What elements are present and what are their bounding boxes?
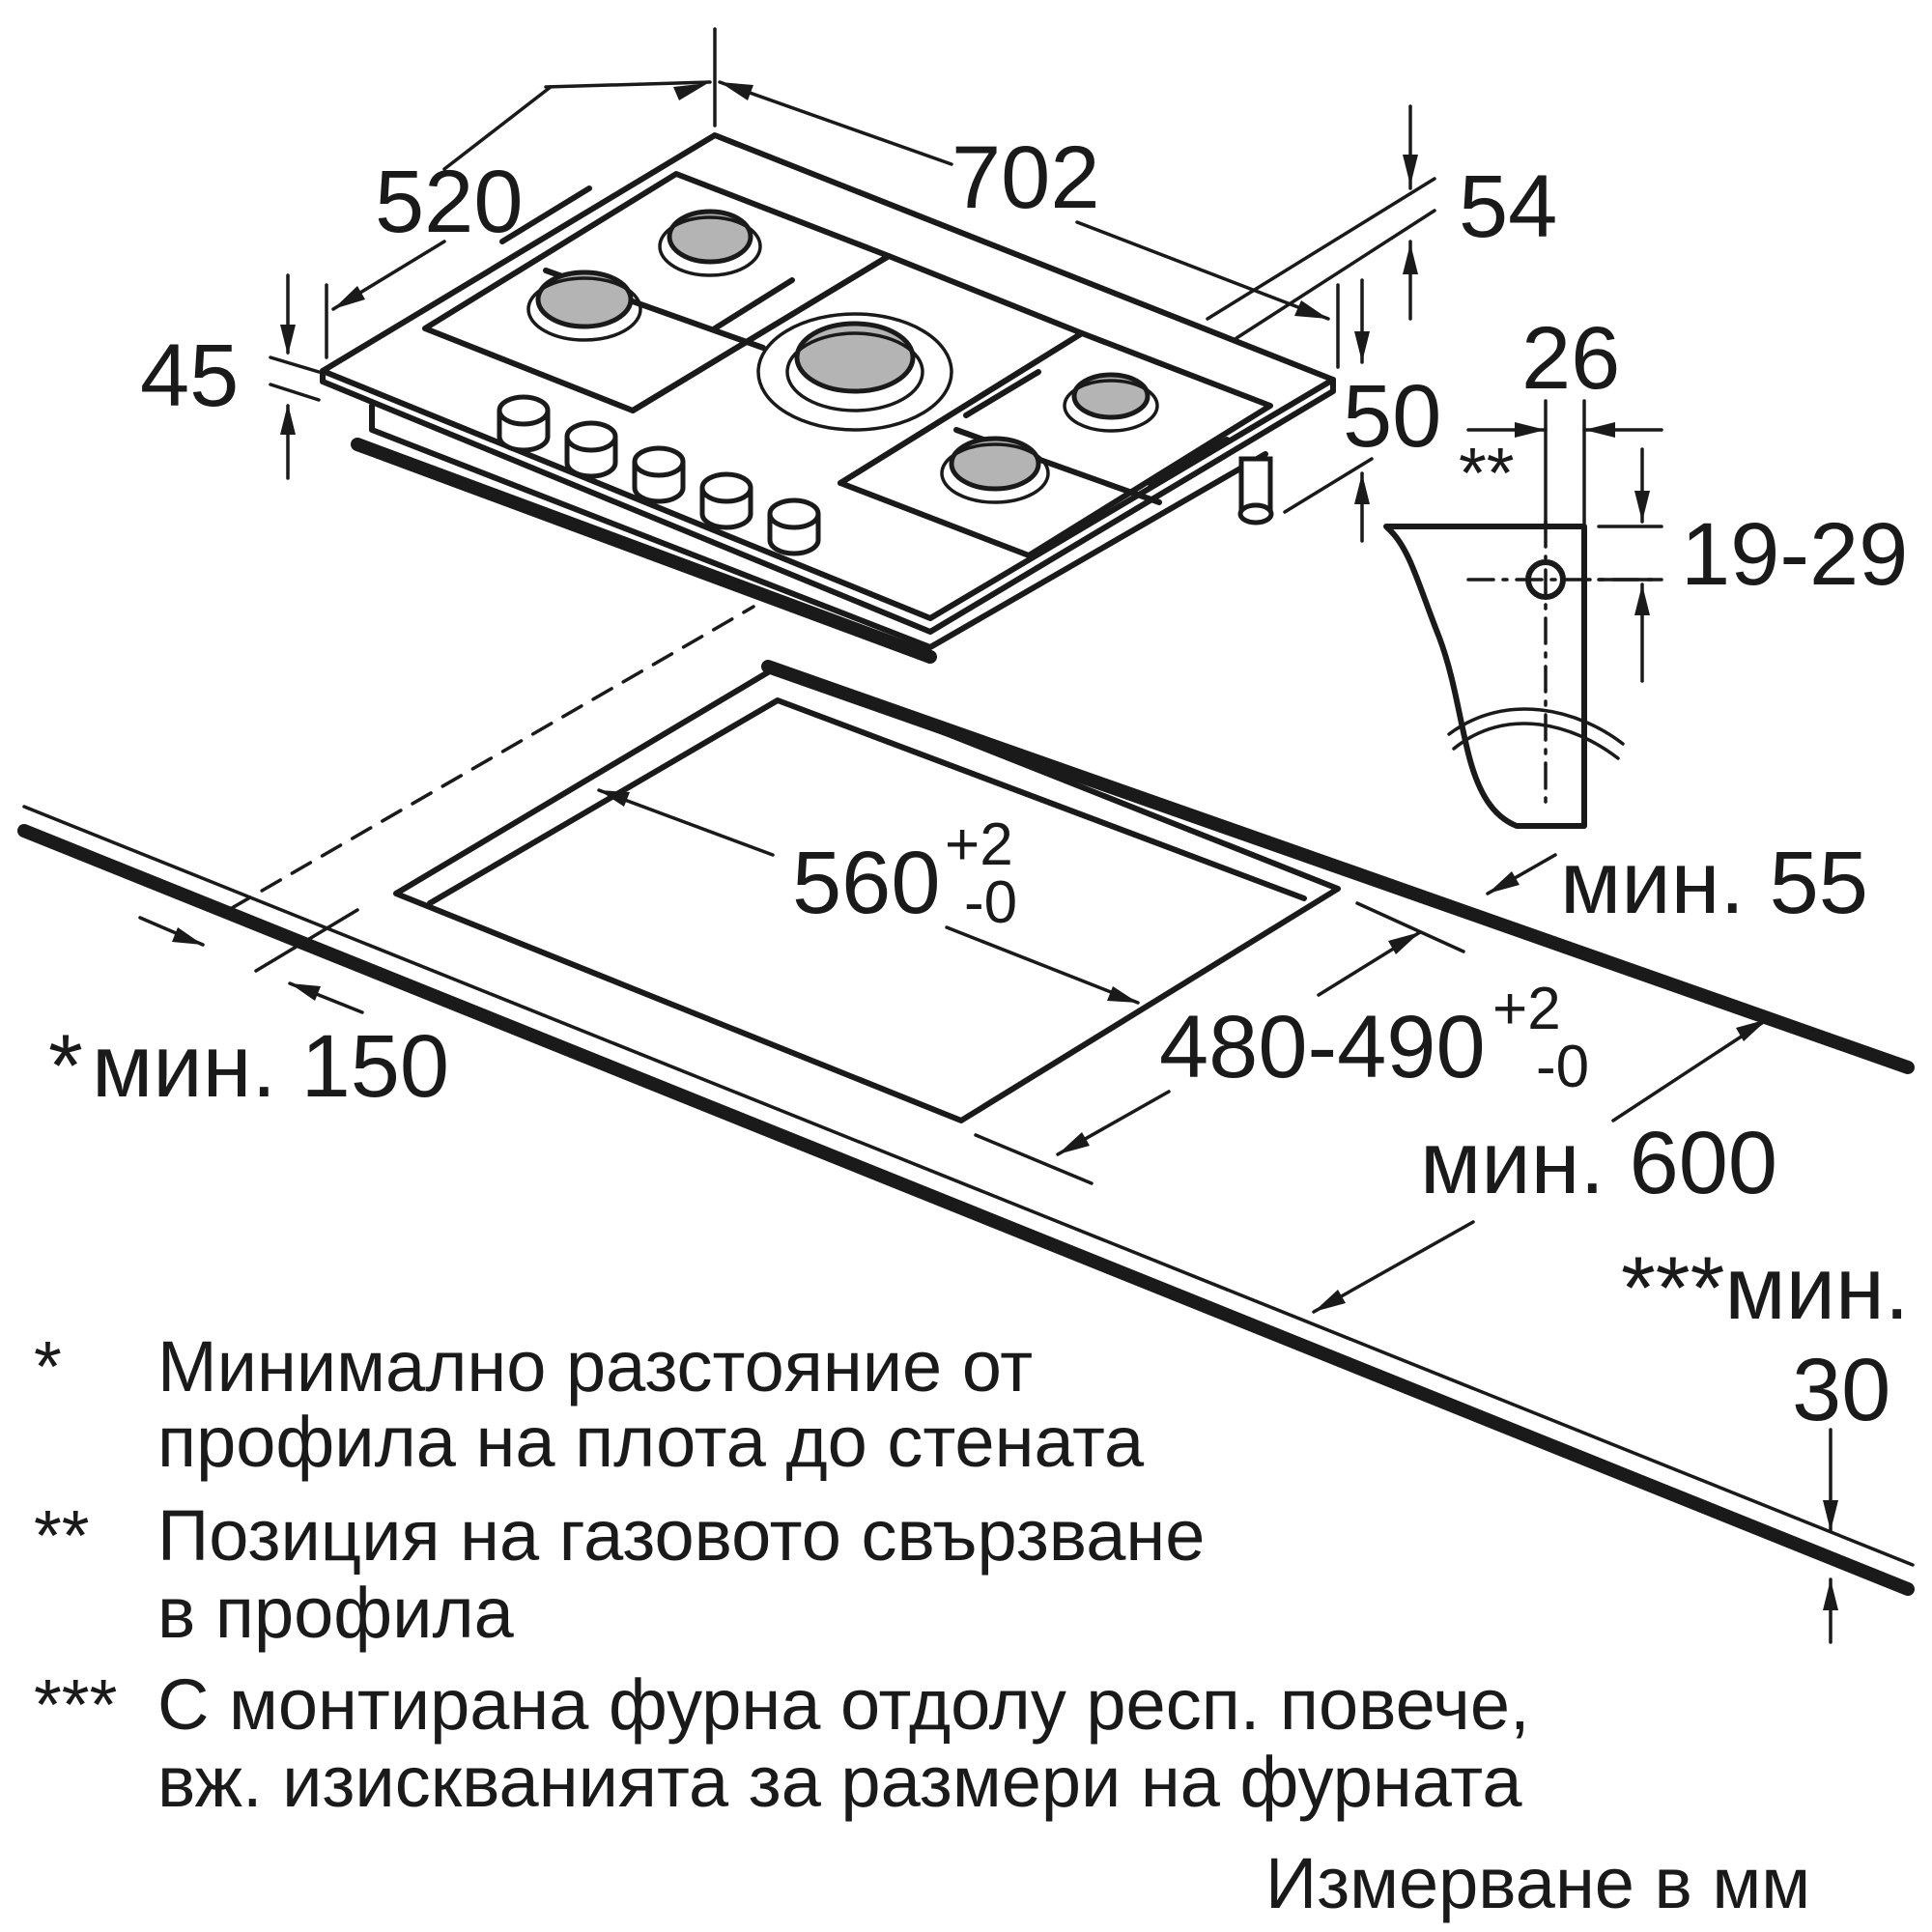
footnote-1-line-2: профила на плота до стената xyxy=(157,1402,1145,1482)
gas-connector xyxy=(1237,456,1274,526)
footnote-2-marker: ** xyxy=(34,1495,90,1576)
dim-480-tol-plus: +2 xyxy=(1492,976,1561,1042)
burner-rear-right xyxy=(1071,372,1151,420)
gas-position-marker: ** xyxy=(1459,433,1515,513)
dim-min-150: мин. 150 xyxy=(92,1017,449,1116)
hob-knobs xyxy=(497,394,821,556)
footnote-1-marker: * xyxy=(34,1326,62,1406)
dim-560-tol-minus: -0 xyxy=(964,869,1017,936)
dim-19-29: 19-29 xyxy=(1681,505,1908,604)
dim-min-55: мин. 55 xyxy=(1560,834,1868,932)
burner-front-right xyxy=(949,436,1041,492)
burner-rear-left xyxy=(667,209,753,265)
footnote-3: *** С монтирана фурна отдолу респ. повеч… xyxy=(34,1664,1530,1822)
burner-wok-ring xyxy=(756,312,953,432)
hob-housing xyxy=(369,403,1268,650)
hob-burners xyxy=(526,209,1159,504)
dim-560-tol-plus: +2 xyxy=(945,811,1013,878)
dim-520: 520 xyxy=(375,153,524,251)
dimension-labels: 702 520 45 54 50 26 19-29 ** мин. 55 560… xyxy=(48,128,1909,1439)
worktop-rear-edge xyxy=(761,660,1915,1074)
dim-560: 560 xyxy=(792,834,941,932)
worktop-top-edge xyxy=(22,805,1915,1567)
knob-2 xyxy=(564,420,618,479)
dim-min-30-label: ***мин. xyxy=(1621,1239,1909,1338)
burner-front-left xyxy=(535,270,634,329)
footnote-2-line-1: Позиция на газовото свързване xyxy=(157,1495,1205,1576)
dim-480-490: 480-490 xyxy=(1159,998,1486,1096)
hob-appliance xyxy=(320,132,1336,664)
wall-reference-dashed xyxy=(230,605,755,910)
hob-base-edge xyxy=(351,438,937,664)
dim-50: 50 xyxy=(1343,367,1441,466)
footnote-2: ** Позиция на газовото свързване в профи… xyxy=(34,1495,1205,1653)
knob-3 xyxy=(632,445,686,504)
profile-outline xyxy=(1383,524,1587,829)
units-note: Измерване в мм xyxy=(1265,1843,1810,1923)
knob-4 xyxy=(699,471,753,530)
dim-min-150-star: * xyxy=(48,1017,83,1116)
footnote-3-line-2: вж. изискванията за размери на фурната xyxy=(157,1742,1522,1822)
worktop-front-edge xyxy=(17,824,1915,1596)
footnote-3-line-1: С монтирана фурна отдолу респ. повече, xyxy=(157,1664,1530,1745)
cutout xyxy=(393,664,1341,1123)
dim-702: 702 xyxy=(952,128,1100,227)
dim-54: 54 xyxy=(1459,157,1557,256)
knob-1 xyxy=(497,394,551,453)
worktop xyxy=(17,605,1915,1596)
dim-min-30-value: 30 xyxy=(1792,1341,1890,1439)
knob-5 xyxy=(767,497,821,556)
cutout-inner-edge xyxy=(427,697,1307,906)
dim-45: 45 xyxy=(140,327,239,425)
footnote-1: * Минимално разстояние от профила на пло… xyxy=(34,1326,1145,1482)
hob-plate-edge xyxy=(320,368,1336,635)
hob-grates xyxy=(422,171,1273,558)
dimension-lines xyxy=(138,27,1838,1644)
dim-min-600: мин. 600 xyxy=(1420,1114,1777,1212)
burner-wok xyxy=(794,321,916,394)
cutout-outer xyxy=(393,664,1341,1123)
dim-480-tol-minus: -0 xyxy=(1536,1034,1589,1100)
dim-26: 26 xyxy=(1521,309,1620,408)
footnote-3-marker: *** xyxy=(34,1664,117,1745)
profile-section xyxy=(1383,399,1663,829)
footnote-2-line-2: в профила xyxy=(157,1573,515,1653)
footnotes: * Минимално разстояние от профила на пло… xyxy=(34,1326,1810,1923)
footnote-1-line-1: Минимално разстояние от xyxy=(157,1326,1033,1406)
